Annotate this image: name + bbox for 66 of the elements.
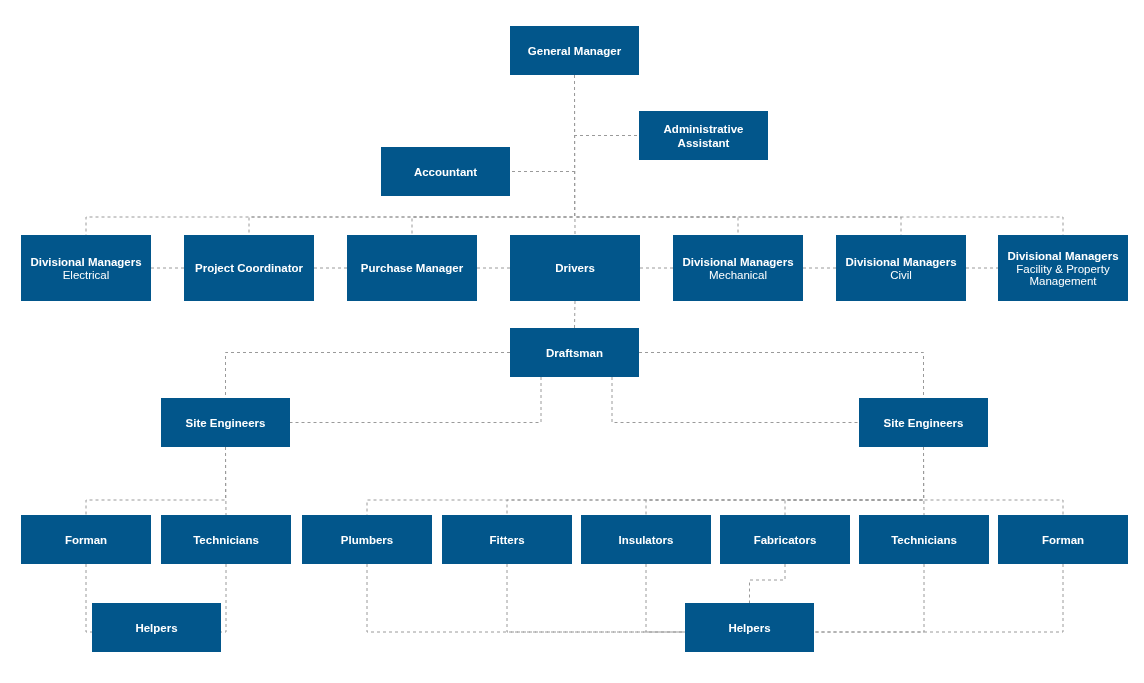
role-box [859, 398, 988, 447]
role-box [442, 515, 572, 564]
role-title: Draftsman [546, 345, 603, 360]
role-box [998, 235, 1128, 301]
connector-line [749, 563, 786, 604]
role-title: Fitters [489, 532, 525, 547]
role-title: Site Engineers [185, 415, 266, 430]
role-box [161, 515, 291, 564]
role-division: Mechanical [708, 269, 768, 281]
role-division: Electrical [62, 269, 110, 281]
connector-line [813, 563, 1064, 633]
role-box [510, 26, 639, 75]
role-box [161, 398, 290, 447]
role-box [21, 235, 151, 301]
connector-line [813, 563, 925, 633]
role-box [302, 515, 432, 564]
connector-line [965, 267, 999, 269]
role-box [720, 515, 850, 564]
role-title: Site Engineers [883, 415, 964, 430]
role-box [510, 235, 640, 301]
role-title: Plumbers [340, 532, 394, 547]
role-box [21, 515, 151, 564]
role-title: Technicians [193, 532, 259, 547]
role-title: Divisional Managers [30, 255, 142, 269]
role-division: Civil [890, 269, 912, 281]
role-title: Technicians [891, 532, 957, 547]
connector-line [225, 446, 227, 516]
role-box [347, 235, 477, 301]
connector-line [150, 267, 185, 269]
connector-line [611, 376, 860, 423]
connector-line [366, 563, 686, 633]
connector-line [639, 267, 674, 269]
role-box [859, 515, 989, 564]
role-title: Divisional Managers [1007, 249, 1119, 263]
role-title: Fabricators [753, 532, 817, 547]
connector-line [802, 267, 837, 269]
role-title: Project Coordinator [195, 261, 303, 275]
role-box [92, 603, 221, 652]
role-title: Forman [1041, 532, 1085, 547]
connector-line [289, 376, 542, 423]
role-box [510, 328, 639, 377]
connector-line [574, 300, 576, 329]
role-title: Purchase Manager [360, 261, 464, 275]
role-box [581, 515, 711, 564]
role-box [998, 515, 1128, 564]
role-box [639, 111, 768, 160]
role-title: Drivers [555, 261, 595, 275]
connector-line [645, 563, 686, 633]
role-title: Helpers [728, 620, 771, 635]
role-box [673, 235, 803, 301]
connector-line [476, 267, 511, 269]
role-title: Accountant [413, 164, 478, 179]
role-title: Forman [64, 532, 108, 547]
role-box [184, 235, 314, 301]
role-title: Divisional Managers [845, 255, 957, 269]
role-box [836, 235, 966, 301]
role-division: Facility & Property Management [1015, 263, 1111, 287]
connector-line [85, 563, 93, 633]
role-title: Divisional Managers [682, 255, 794, 269]
role-box [685, 603, 814, 652]
role-title: Helpers [135, 620, 178, 635]
connector-line [313, 267, 348, 269]
role-title: Administrative Assistant [662, 121, 745, 150]
role-box [381, 147, 510, 196]
role-title: Insulators [618, 532, 674, 547]
role-title: General Manager [527, 43, 622, 58]
